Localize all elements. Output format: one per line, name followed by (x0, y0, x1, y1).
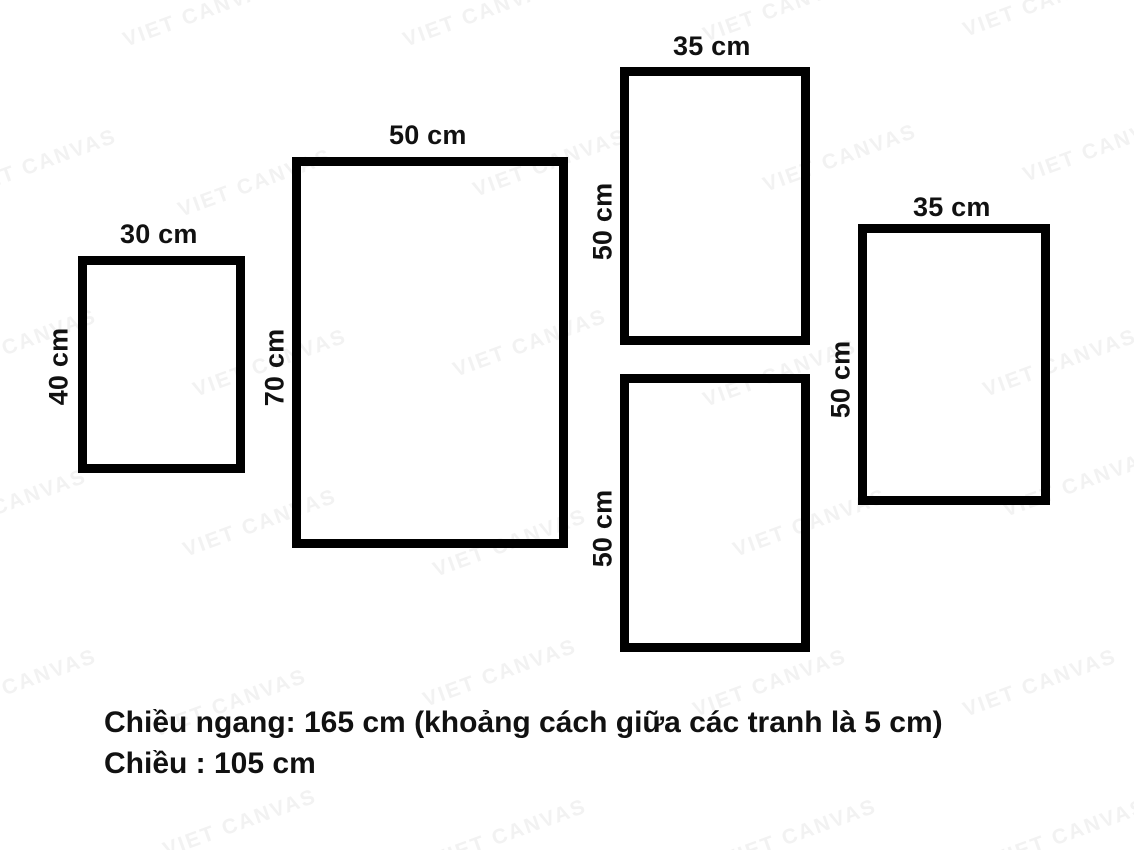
panel-right (858, 224, 1050, 505)
panel-left-small-width-label: 30 cm (120, 219, 198, 249)
panel-large-center-width-label: 50 cm (389, 120, 467, 150)
panel-bottom-middle (620, 374, 810, 652)
panel-top-middle-width-label: 35 cm (673, 31, 751, 61)
panel-left-small (78, 256, 245, 473)
panel-large-center-height-label: 70 cm (259, 328, 290, 407)
caption-line-height: Chiều : 105 cm (104, 747, 316, 780)
panel-right-height-label: 50 cm (825, 340, 856, 419)
panel-bottom-middle-height-label: 50 cm (587, 489, 618, 568)
panel-top-middle (620, 67, 810, 345)
caption-block: Chiều ngang: 165 cm (khoảng cách giữa cá… (104, 702, 943, 784)
panel-top-middle-height-label: 50 cm (587, 182, 618, 261)
panel-large-center (292, 157, 568, 548)
caption-line-width: Chiều ngang: 165 cm (khoảng cách giữa cá… (104, 706, 943, 739)
panel-left-small-height-label: 40 cm (43, 327, 74, 406)
panel-right-width-label: 35 cm (913, 192, 991, 222)
